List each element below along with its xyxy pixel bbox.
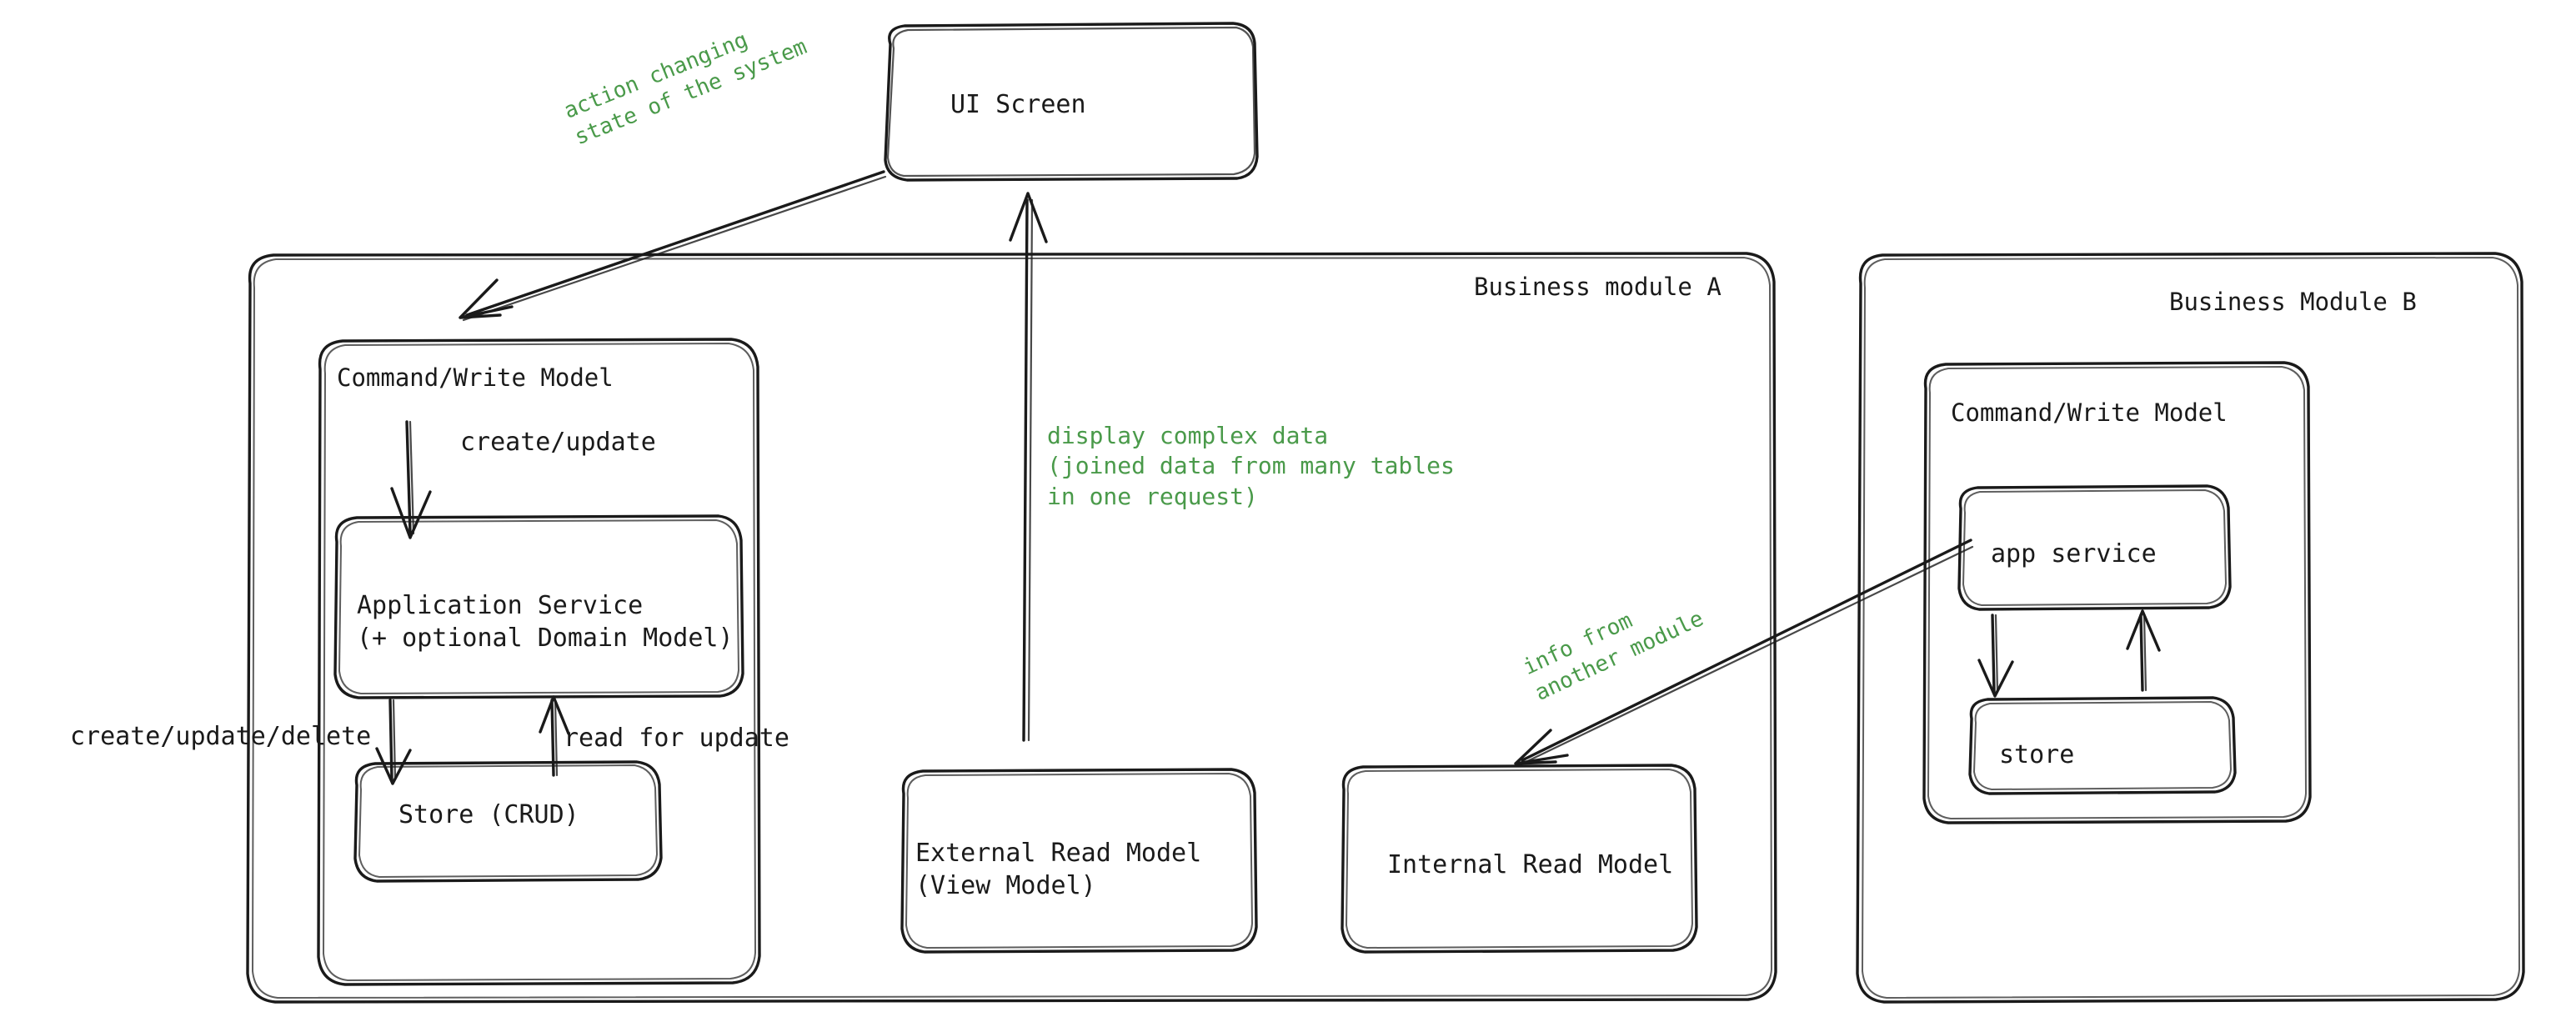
app-service-label: app service	[1991, 539, 2157, 569]
business-module-a-title: Business module A	[1474, 273, 1722, 301]
edge-label-create-update-delete: create/update/delete	[70, 722, 372, 751]
business-module-b-title: Business Module B	[2169, 288, 2417, 316]
module-b-write-model-box-outline	[1922, 361, 2312, 824]
arrow-display-complex-data	[1009, 192, 1048, 742]
edge-label-read-for-update: read for update	[564, 724, 789, 753]
arrow-create-update	[390, 420, 432, 539]
edge-label-create-update: create/update	[460, 428, 656, 457]
edge-label-display-complex-data-line1: display complex data	[1047, 422, 1329, 449]
ui-screen-label: UI Screen	[950, 90, 1086, 119]
business-module-b-box-outline	[1856, 252, 2525, 1004]
application-service-label-line2: (+ optional Domain Model)	[357, 624, 734, 653]
edge-label-info-from-another-module: info from another module	[1519, 606, 1707, 714]
edge-label-action-changing-state: action changing state of the system	[560, 28, 810, 157]
module-b-write-model-title: Command/Write Model	[1951, 398, 2228, 427]
edge-label-display-complex-data-line3: in one request)	[1047, 482, 1258, 510]
external-read-model-label-line1: External Read Model	[915, 839, 1202, 868]
arrow-create-update-delete	[375, 699, 412, 785]
edge-label-display-complex-data-line2: (joined data from many tables	[1047, 452, 1455, 480]
external-read-model-label-line2: (View Model)	[915, 871, 1096, 900]
edge-label-display-complex-data: display complex data (joined data from m…	[1047, 421, 1455, 512]
application-service-label-line1: Application Service	[357, 591, 644, 620]
arrow-module-b-read	[2126, 609, 2161, 692]
module-b-store-label: store	[1999, 740, 2075, 769]
internal-read-model-label: Internal Read Model	[1387, 850, 1674, 879]
arrow-module-b-write	[1977, 614, 2014, 698]
store-crud-label: Store (CRUD)	[398, 800, 579, 829]
module-a-write-model-title: Command/Write Model	[337, 363, 614, 392]
arrow-action-changing-state	[459, 170, 887, 322]
